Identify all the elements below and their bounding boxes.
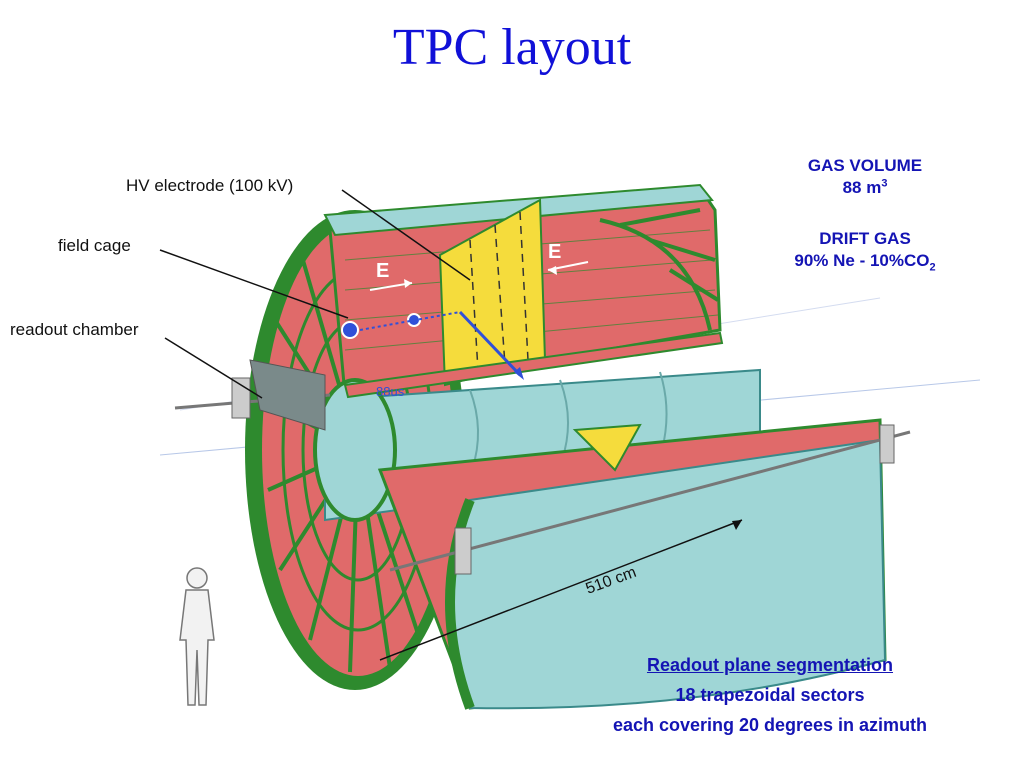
page-title: TPC layout [392,19,632,76]
segmentation-line-2: each covering 20 degrees in azimuth [612,715,928,735]
drift-gas-label: DRIFT GAS [819,229,911,248]
gas-volume-block: GAS VOLUME 88 m3 [770,155,960,199]
field-arrowhead-right [548,266,557,275]
drift-time-label: 88us [376,384,405,399]
drift-gas-value: 90% Ne - 10%CO2 [794,251,936,274]
callout-lines [159,189,471,399]
hv-electrode-label: HV electrode (100 kV) [126,176,294,195]
rod-clamp-front [454,527,472,575]
drift-path [359,311,461,331]
gas-volume-value: 88 m3 [842,177,888,197]
drift-gas-block: DRIFT GAS 90% Ne - 10%CO2 [760,228,970,274]
far-end-wheel [599,208,720,331]
lower-hv-electrode [572,423,642,472]
drift-arrowhead [514,367,524,380]
electrode-dashes [469,211,529,371]
inner-cylinder-end [313,378,397,522]
field-cage-label: field cage [58,236,131,255]
outer-end-ring [445,498,475,710]
readout-chamber-block [249,359,326,431]
segmentation-line-1: 18 trapezoidal sectors [675,685,865,705]
central-rail [343,331,724,399]
segmentation-block: Readout plane segmentation 18 trapezoida… [560,650,980,740]
field-label-left: E [376,260,389,282]
electron-marker-left [341,321,359,339]
upper-outer-shell [323,183,714,237]
readout-chamber-label: readout chamber [10,320,139,339]
human-scale-figure [179,567,215,706]
gas-volume-label: GAS VOLUME [807,156,923,175]
segmentation-heading: Readout plane segmentation [646,655,894,675]
field-label-right: E [548,241,561,263]
field-arrowhead-left [404,279,412,288]
drift-arrow [458,310,522,377]
length-dimension-line [379,519,743,661]
length-arrowhead [732,520,742,530]
rod-clamp-left [231,377,251,419]
rod-clamp-right [879,424,895,464]
